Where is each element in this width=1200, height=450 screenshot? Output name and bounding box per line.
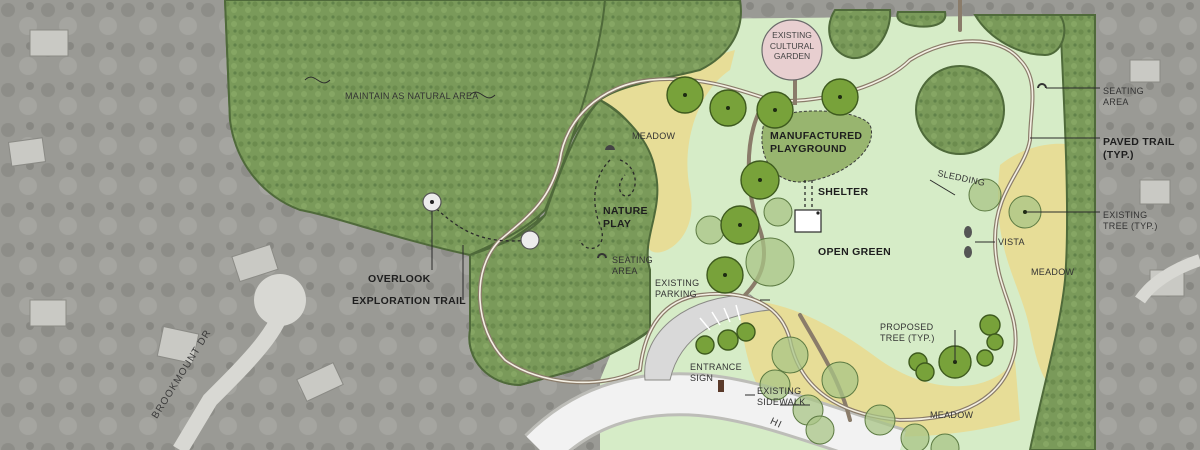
shelter-label: SHELTER — [818, 186, 869, 198]
nature-play-element — [605, 145, 615, 150]
seating-area-marker-2 — [597, 253, 607, 259]
existing-trees — [695, 178, 1042, 450]
overlook-label: OVERLOOK — [368, 273, 431, 285]
overlook-point-2 — [520, 230, 540, 250]
open-green-label: OPEN GREEN — [818, 246, 892, 258]
cultural-garden-label: EXISTING CULTURAL GARDEN — [769, 30, 815, 61]
tree-clump-north-2 — [896, 11, 947, 28]
tree-trunk-dots — [683, 93, 1027, 364]
exploration-trail — [431, 159, 813, 249]
natural-area-label: MAINTAIN AS NATURAL AREA — [345, 91, 479, 101]
parking-lot — [644, 294, 772, 381]
playground-area — [761, 110, 873, 183]
meadow-label-north: MEADOW — [632, 131, 676, 141]
leader-lines — [431, 87, 1100, 406]
entrance-sign-label: ENTRANCE SIGN — [690, 362, 742, 383]
existing-tree-label: EXISTING TREE (TYP.) — [1103, 210, 1158, 231]
parking-stalls — [699, 304, 741, 331]
east-tree-belt — [1028, 14, 1096, 450]
overlook-dot — [430, 200, 434, 204]
tree-clump-center — [915, 65, 1005, 155]
paved-trail-label: PAVED TRAIL (TYP.) — [1103, 136, 1175, 161]
playground-label: MANUFACTURED PLAYGROUND — [770, 130, 863, 155]
forest-canopy-south — [468, 98, 659, 387]
trail-centerline — [479, 40, 1034, 421]
tree-clump-ne — [973, 14, 1066, 57]
vista-label: VISTA — [998, 237, 1025, 247]
exploration-trail-label: EXPLORATION TRAIL — [352, 295, 466, 307]
seating-area-marker — [1037, 83, 1047, 89]
entrance-sign-marker — [718, 380, 724, 392]
meadow-label-east: MEADOW — [1031, 267, 1075, 277]
shelter-building — [794, 209, 822, 233]
tree-clump-north — [828, 9, 892, 60]
meadow-label-south: MEADOW — [930, 410, 974, 420]
seating-area-label-2: SEATING AREA — [612, 255, 653, 276]
cultural-garden-circle — [761, 19, 823, 81]
vista-benches — [964, 226, 972, 258]
nature-play-label: NATURE PLAY — [603, 205, 648, 230]
existing-sidewalk-label: EXISTING SIDEWALK — [757, 386, 806, 407]
seating-area-label: SEATING AREA — [1103, 86, 1144, 107]
proposed-tree-label: PROPOSED TREE (TYP.) — [880, 322, 935, 343]
existing-parking-label: EXISTING PARKING — [655, 278, 700, 299]
